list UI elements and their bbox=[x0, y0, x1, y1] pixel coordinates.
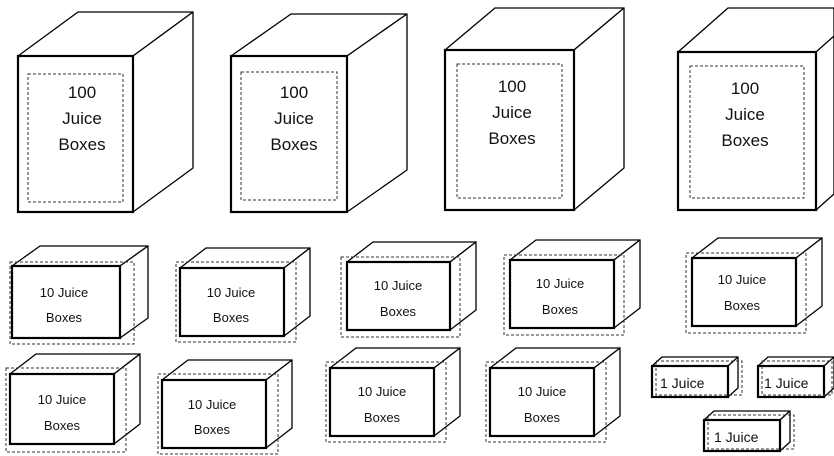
hundred-box-1: 100 Juice Boxes bbox=[18, 12, 193, 212]
hundred-box-2-line2: Juice bbox=[274, 109, 314, 128]
ten-box-2: 10 Juice Boxes bbox=[176, 248, 310, 342]
ten-box-1-line1: 10 Juice bbox=[40, 285, 88, 300]
hundred-box-3-line1: 100 bbox=[498, 77, 526, 96]
one-box-2: 1 Juice bbox=[758, 357, 834, 397]
ten-box-2-line2: Boxes bbox=[213, 310, 250, 325]
ten-box-1-line2: Boxes bbox=[46, 310, 83, 325]
one-box-1: 1 Juice bbox=[652, 357, 742, 397]
hundred-box-2-line1: 100 bbox=[280, 83, 308, 102]
ten-box-1: 10 Juice Boxes bbox=[10, 246, 148, 344]
ten-box-8-line1: 10 Juice bbox=[358, 384, 406, 399]
one-box-1-label: 1 Juice bbox=[660, 375, 705, 391]
ten-box-7-line2: Boxes bbox=[194, 422, 231, 437]
one-box-3: 1 Juice bbox=[704, 411, 794, 451]
hundred-box-4-line2: Juice bbox=[725, 105, 765, 124]
ten-box-5-line2: Boxes bbox=[724, 298, 761, 313]
hundred-box-4-line3: Boxes bbox=[721, 131, 768, 150]
hundred-box-3: 100 Juice Boxes bbox=[445, 8, 624, 210]
ten-box-9-line2: Boxes bbox=[524, 410, 561, 425]
ten-box-6-line1: 10 Juice bbox=[38, 392, 86, 407]
ten-box-8-line2: Boxes bbox=[364, 410, 401, 425]
hundred-box-4-line1: 100 bbox=[731, 79, 759, 98]
hundred-box-2: 100 Juice Boxes bbox=[231, 14, 407, 212]
ten-box-9: 10 Juice Boxes bbox=[486, 348, 620, 442]
one-box-2-label: 1 Juice bbox=[764, 375, 809, 391]
hundred-box-2-line3: Boxes bbox=[270, 135, 317, 154]
ten-box-3-line2: Boxes bbox=[380, 304, 417, 319]
ten-box-3-line1: 10 Juice bbox=[374, 278, 422, 293]
ten-box-3: 10 Juice Boxes bbox=[341, 242, 476, 337]
ten-box-5-line1: 10 Juice bbox=[718, 272, 766, 287]
ten-box-7-line1: 10 Juice bbox=[188, 397, 236, 412]
ten-box-6-line2: Boxes bbox=[44, 418, 81, 433]
ten-box-8: 10 Juice Boxes bbox=[326, 348, 460, 442]
ten-box-2-line1: 10 Juice bbox=[207, 285, 255, 300]
ten-box-6: 10 Juice Boxes bbox=[6, 354, 140, 452]
ten-box-4-line2: Boxes bbox=[542, 302, 579, 317]
hundred-box-4: 100 Juice Boxes bbox=[678, 8, 834, 210]
ten-box-5: 10 Juice Boxes bbox=[686, 238, 822, 333]
ten-box-4: 10 Juice Boxes bbox=[504, 240, 640, 335]
hundred-box-1-line1: 100 bbox=[68, 83, 96, 102]
ten-box-4-line1: 10 Juice bbox=[536, 276, 584, 291]
hundred-box-3-line2: Juice bbox=[492, 103, 532, 122]
ten-box-9-line1: 10 Juice bbox=[518, 384, 566, 399]
hundred-box-1-line2: Juice bbox=[62, 109, 102, 128]
one-box-3-label: 1 Juice bbox=[714, 429, 759, 445]
hundred-box-3-line3: Boxes bbox=[488, 129, 535, 148]
ten-box-7: 10 Juice Boxes bbox=[158, 360, 292, 454]
hundred-box-1-line3: Boxes bbox=[58, 135, 105, 154]
